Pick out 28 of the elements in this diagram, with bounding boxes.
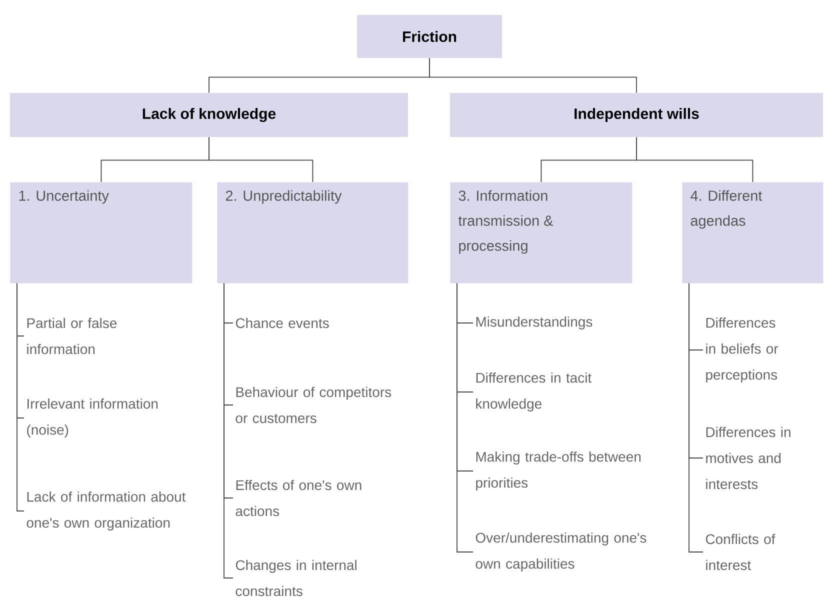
connector-line <box>688 282 704 552</box>
category-box: Lack of knowledge <box>10 93 408 137</box>
connector-line <box>224 282 234 578</box>
item-text: Behaviour of competitors or customers <box>236 386 392 424</box>
item-text: Conflicts of interest <box>706 534 776 570</box>
category-box: Independent wills <box>450 93 823 137</box>
item-text: Partial or false information <box>27 318 117 354</box>
item-text: Making trade-offs between priorities <box>476 451 641 491</box>
item-text: Misunderstandings <box>476 316 592 330</box>
subcategory-box: 1. Uncertainty <box>10 182 192 284</box>
connector-line <box>636 136 754 182</box>
connector-line <box>429 58 637 94</box>
connector-line <box>208 136 314 182</box>
item-text: Chance events <box>236 318 329 328</box>
item-text: Differences in motives and interests <box>706 426 790 490</box>
subcategory-box: 3. Information transmission & processing <box>450 182 632 284</box>
connector-line <box>456 282 474 552</box>
item-text: Effects of one's own actions <box>236 480 362 516</box>
connector-line <box>16 282 24 512</box>
subcategory-box: 4. Different agendas <box>682 182 824 284</box>
item-text: Irrelevant information (noise) <box>27 398 158 438</box>
item-text: Differences in tacit knowledge <box>476 372 592 412</box>
item-text: Changes in internal constraints <box>236 560 356 596</box>
item-text: Differences in beliefs or perceptions <box>706 317 778 383</box>
subcategory-box: 2. Unpredictability <box>217 182 408 284</box>
item-text: Lack of information about one's own organization <box>26 491 186 531</box>
category-box: Friction <box>357 15 502 58</box>
item-text: Over/underestimating one's own capabilities <box>476 532 646 572</box>
